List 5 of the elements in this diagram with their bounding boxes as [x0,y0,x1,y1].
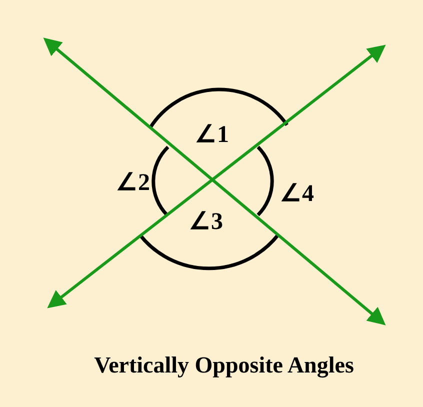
angle-label: ∠4 [280,182,314,206]
angle-label: ∠1 [195,123,229,147]
caption: Vertically Opposite Angles [94,354,354,376]
angle-label: ∠3 [189,210,223,234]
angle-label: ∠2 [116,171,150,195]
